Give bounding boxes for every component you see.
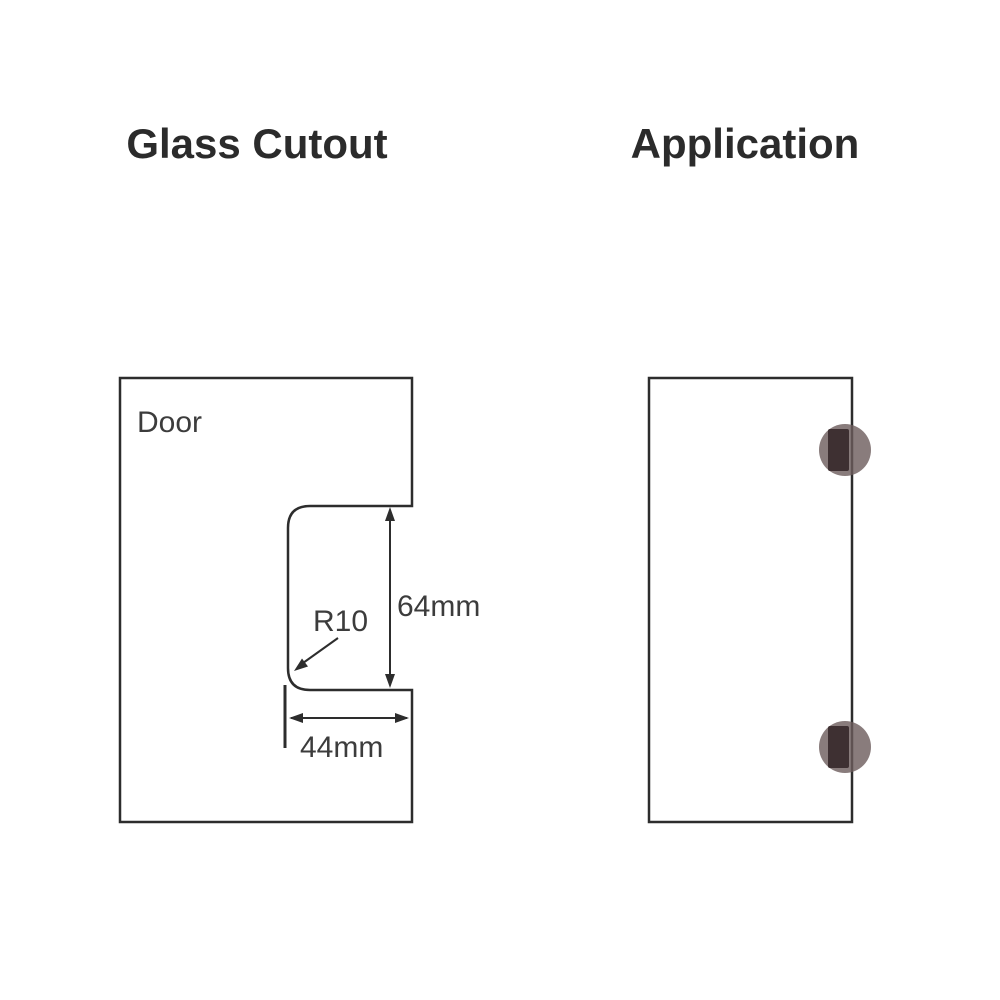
arrow-down-left-icon bbox=[294, 658, 308, 671]
application-drawing bbox=[647, 376, 871, 824]
arrow-up-icon bbox=[385, 507, 395, 521]
height-dimension-label: 64mm bbox=[397, 590, 480, 623]
width-dimension: 44mm bbox=[283, 685, 409, 764]
hinge-top bbox=[819, 424, 871, 476]
radius-label: R10 bbox=[313, 605, 368, 638]
height-dimension: 64mm bbox=[385, 507, 480, 688]
hinge-pin-icon bbox=[828, 726, 849, 768]
glass-cutout-drawing: Door 64mm 44mm R10 bbox=[118, 376, 480, 824]
door-label: Door bbox=[137, 406, 202, 439]
left-panel-title: Glass Cutout bbox=[126, 120, 387, 167]
door-outline bbox=[118, 376, 414, 824]
width-dimension-label: 44mm bbox=[300, 731, 383, 764]
hinge-pin-icon bbox=[828, 429, 849, 471]
arrow-left-icon bbox=[289, 713, 303, 723]
arrow-right-icon bbox=[395, 713, 409, 723]
right-panel-title: Application bbox=[631, 120, 860, 167]
radius-leader-line bbox=[302, 637, 339, 664]
glass-panel-outline bbox=[647, 376, 854, 824]
arrow-down-icon bbox=[385, 674, 395, 688]
hinge-bottom bbox=[819, 721, 871, 773]
radius-callout: R10 bbox=[294, 605, 368, 671]
